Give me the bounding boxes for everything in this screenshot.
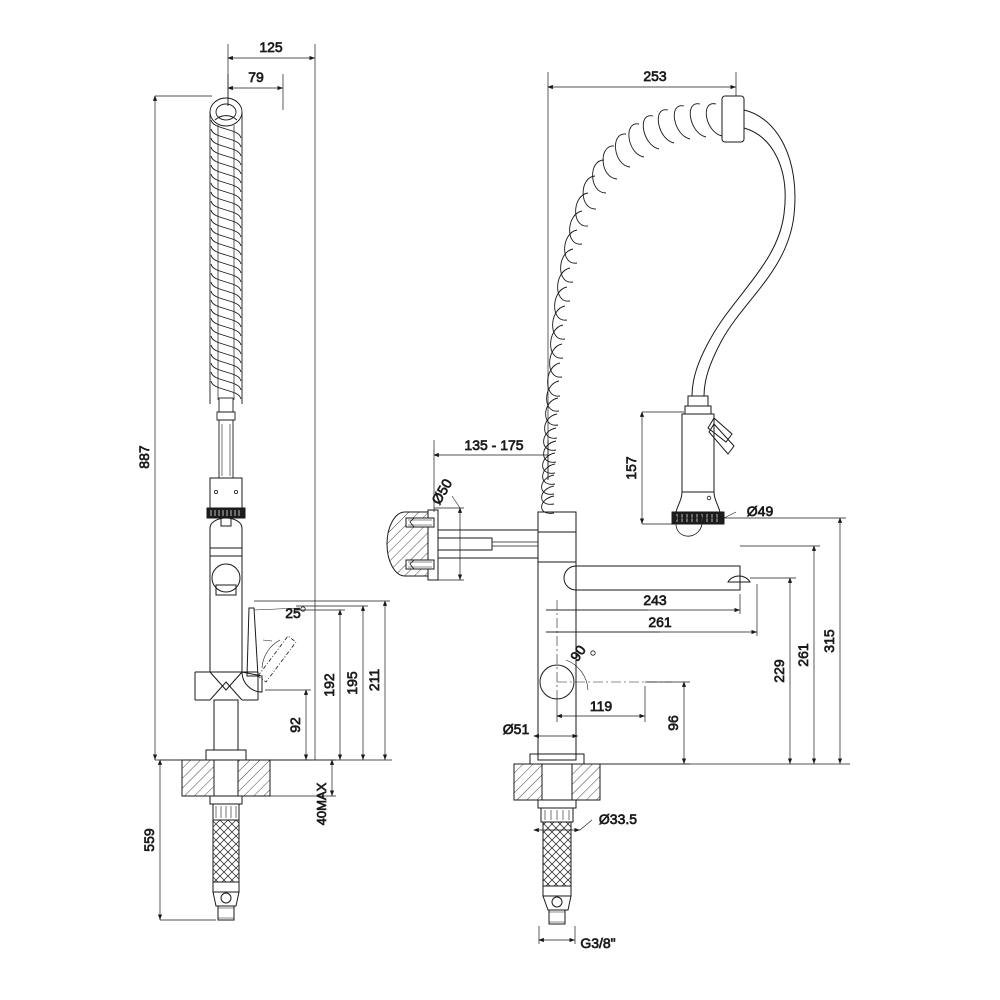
- spring-top-connector: [721, 95, 745, 143]
- dim-dia33-5: Ø33.5: [599, 811, 637, 827]
- front-spring-coil: [541, 103, 723, 514]
- front-view-dimensions: 253 135 - 175 Ø50 157 Ø49 243 261: [428, 68, 850, 951]
- dim-559: 559: [141, 828, 157, 852]
- dim-229: 229: [771, 659, 787, 683]
- dim-211: 211: [366, 669, 382, 692]
- front-spout: [563, 565, 751, 591]
- dim-dia51: Ø51: [503, 721, 530, 737]
- dim-243: 243: [643, 592, 667, 608]
- side-spring-coil: [209, 97, 243, 404]
- dim-40max: 40MAX: [314, 782, 329, 825]
- dim-253: 253: [643, 68, 667, 84]
- front-undercounter-assembly: [537, 799, 577, 925]
- dim-157: 157: [623, 456, 639, 480]
- dim-135-175: 135 - 175: [464, 437, 523, 453]
- dim-315: 315: [821, 629, 837, 653]
- side-view-dimensions: 125 79 887 559 40MAX 25 92 192: [136, 39, 392, 921]
- dim-261-height: 261: [795, 643, 811, 667]
- dim-195: 195: [344, 671, 360, 695]
- dim-261-reach: 261: [648, 614, 672, 630]
- dim-dia49: Ø49: [747, 503, 774, 519]
- side-countertop: [181, 759, 271, 797]
- front-flexible-hose: [691, 109, 796, 397]
- dim-125: 125: [259, 39, 283, 55]
- dim-25deg: 25: [285, 605, 301, 621]
- side-undercounter-assembly: [209, 795, 243, 921]
- dim-79: 79: [248, 69, 264, 85]
- dim-887: 887: [136, 445, 152, 469]
- side-faucet-body: [194, 517, 259, 761]
- front-view: [386, 95, 796, 925]
- dim-92: 92: [287, 717, 303, 733]
- dim-96: 96: [665, 715, 681, 731]
- wall-bracket: [386, 509, 538, 581]
- side-lever-handle: [241, 607, 301, 693]
- dim-g38: G3/8": [580, 935, 615, 951]
- front-countertop: [513, 763, 601, 801]
- dim-192: 192: [321, 673, 337, 697]
- side-view: [181, 97, 301, 921]
- dim-119: 119: [590, 698, 613, 714]
